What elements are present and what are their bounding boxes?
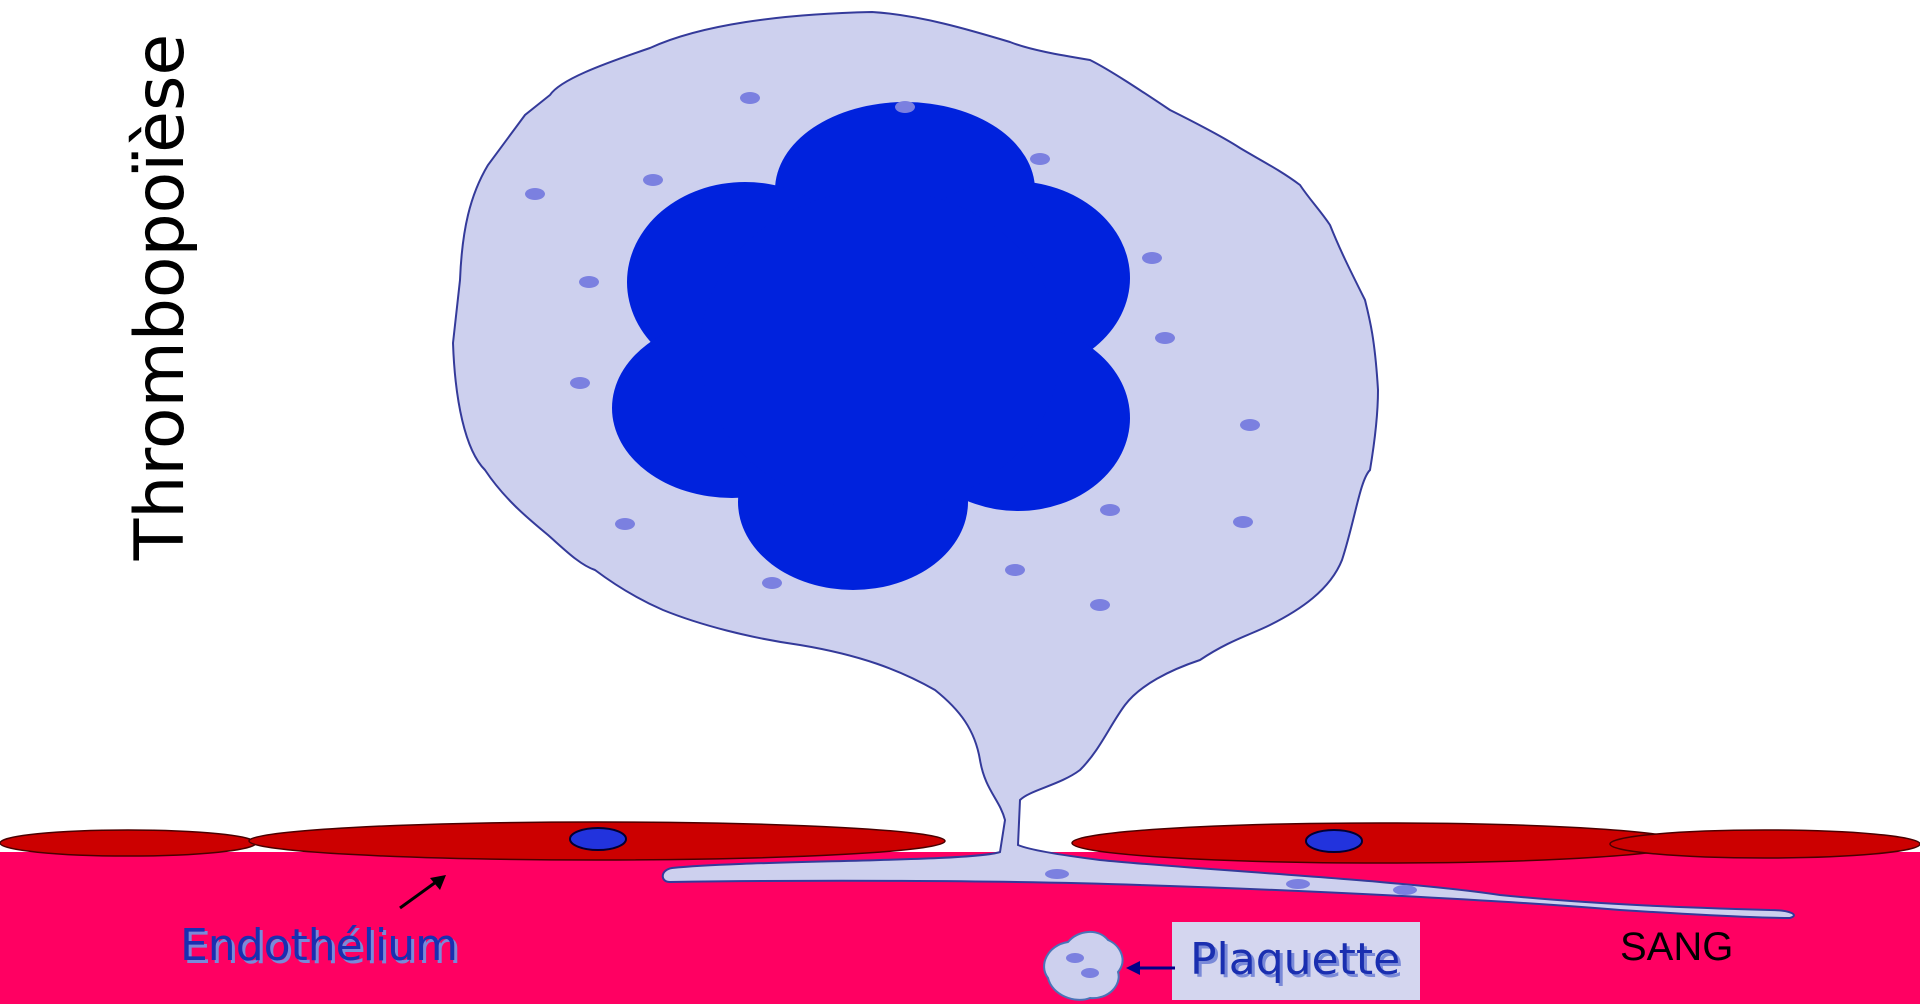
granule: [1233, 516, 1253, 528]
platelet-granule: [1066, 953, 1084, 963]
granule: [615, 518, 635, 530]
granule: [1045, 869, 1069, 879]
granule: [1090, 599, 1110, 611]
granule: [1142, 252, 1162, 264]
granule: [740, 92, 760, 104]
granule: [1393, 885, 1417, 895]
granule: [762, 577, 782, 589]
endothelial-nucleus-right: [1306, 830, 1362, 852]
granule: [570, 377, 590, 389]
diagram-title: Thrombopoïèse: [121, 34, 200, 561]
endothelium-label: Endothélium: [180, 920, 458, 971]
endothelial-cell-far-left: [0, 830, 256, 856]
platelet-granule: [1081, 968, 1099, 978]
endothelial-cell-right: [1072, 823, 1688, 863]
blood-label: SANG: [1620, 925, 1733, 969]
granule: [1286, 879, 1310, 889]
granule: [1030, 153, 1050, 165]
granule: [1005, 564, 1025, 576]
granule: [525, 188, 545, 200]
endothelial-nucleus-left: [570, 828, 626, 850]
platelet-label: Plaquette: [1190, 934, 1400, 985]
granule: [1100, 504, 1120, 516]
granule: [643, 174, 663, 186]
granule: [1155, 332, 1175, 344]
nucleus-core: [700, 190, 1060, 510]
endothelial-cell-far-right: [1610, 830, 1920, 858]
granule: [1240, 419, 1260, 431]
granule: [579, 276, 599, 288]
granule: [895, 101, 915, 113]
